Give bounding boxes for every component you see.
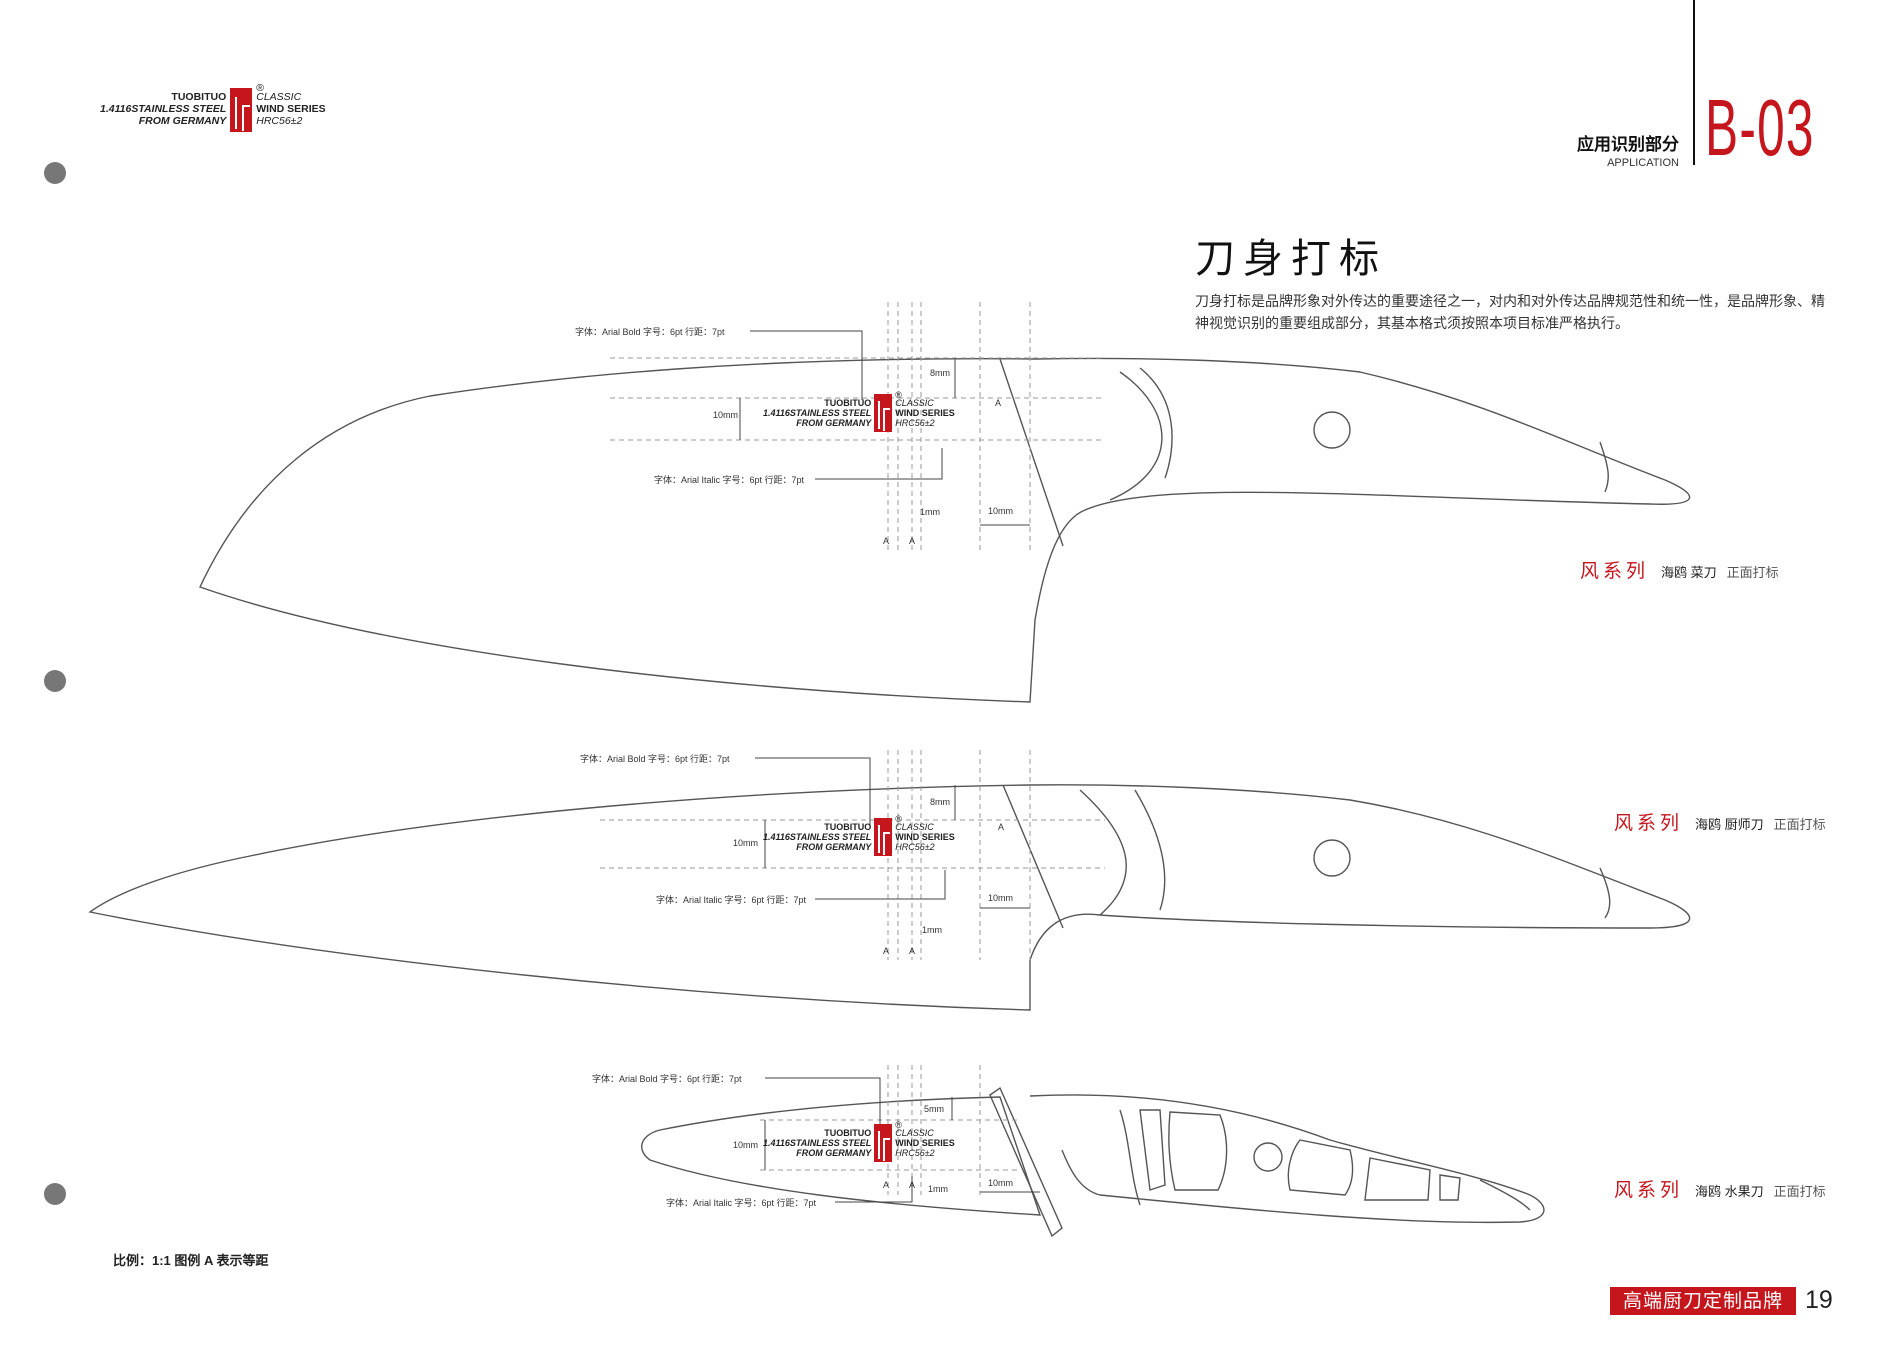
brand-steel: 1.4116STAINLESS STEEL <box>763 831 872 842</box>
binder-hole-bottom <box>44 1183 66 1205</box>
dim-equal-a: A <box>883 536 890 546</box>
leader-italic-1 <box>815 448 943 480</box>
series-name: 风系列 <box>1580 560 1650 582</box>
brand-steel: 1.4116STAINLESS STEEL <box>763 407 872 418</box>
binder-hole-top <box>44 162 66 184</box>
spec-italic-font: 字体：Arial Italic 字号：6pt 行距：7pt <box>654 475 805 485</box>
brand-hrc: HRC56±2 <box>256 114 303 127</box>
brand-origin: FROM GERMANY <box>796 1148 872 1159</box>
knife-outline-2 <box>88 784 1691 1011</box>
knife-name: 海鸥 水果刀 <box>1695 1184 1764 1199</box>
knife-name: 海鸥 厨师刀 <box>1695 817 1764 832</box>
dim-8mm: 8mm <box>930 368 950 378</box>
dim-equal-a: A <box>998 822 1005 832</box>
registered-mark: ® <box>895 1119 902 1130</box>
brand-mark-icon <box>874 394 893 432</box>
brand-classic: CLASSIC <box>895 397 934 408</box>
brand-name: TUOBITUO <box>824 821 872 832</box>
brand-series: WIND SERIES <box>895 831 955 842</box>
knife-label-3: 风系列 海鸥 水果刀 正面打标 <box>1614 1175 1826 1202</box>
spec-bold-font: 字体：Arial Bold 字号：6pt 行距：7pt <box>575 327 725 337</box>
brand-name: TUOBITUO <box>824 1127 872 1138</box>
series-name: 风系列 <box>1614 812 1684 834</box>
brand-classic: CLASSIC <box>256 91 302 104</box>
brand-steel: 1.4116STAINLESS STEEL <box>100 103 227 116</box>
series-name: 风系列 <box>1614 1179 1684 1201</box>
knife-label-2: 风系列 海鸥 厨师刀 正面打标 <box>1614 808 1826 835</box>
dim-equal-a: A <box>909 946 916 956</box>
brand-series: WIND SERIES <box>895 407 955 418</box>
registered-mark: ® <box>256 81 264 94</box>
brand-name: TUOBITUO <box>171 91 227 104</box>
knife-view: 正面打标 <box>1773 1184 1826 1199</box>
spec-bold-font: 字体：Arial Bold 字号：6pt 行距：7pt <box>580 754 730 764</box>
registered-mark: ® <box>895 813 902 824</box>
dim-equal-a: A <box>909 536 916 546</box>
knife-view: 正面打标 <box>1726 565 1779 580</box>
spec-italic-font: 字体：Arial Italic 字号：6pt 行距：7pt <box>656 895 807 905</box>
section-en: APPLICATION <box>1607 157 1679 169</box>
brand-logo: TUOBITUO 1.4116STAINLESS STEEL FROM GERM… <box>100 82 326 132</box>
brand-series: WIND SERIES <box>895 1137 955 1148</box>
knife-brand-mark-1: TUOBITUO 1.4116STAINLESS STEEL FROM GERM… <box>763 390 955 432</box>
brand-origin: FROM GERMANY <box>796 418 872 429</box>
section-cn: 应用识别部分 <box>1577 135 1679 154</box>
brand-series: WIND SERIES <box>256 103 326 116</box>
knife-name: 海鸥 菜刀 <box>1661 565 1717 580</box>
brand-mark-icon <box>874 1124 893 1162</box>
registered-mark: ® <box>895 389 902 400</box>
dim-10mm-height: 10mm <box>733 838 759 848</box>
brand-mark-icon <box>230 88 253 132</box>
dim-1mm: 1mm <box>920 507 940 517</box>
spec-bold-font: 字体：Arial Bold 字号：6pt 行距：7pt <box>592 1074 742 1084</box>
knife-outline-1 <box>199 357 1691 703</box>
knife-brand-mark-2: TUOBITUO 1.4116STAINLESS STEEL FROM GERM… <box>763 814 955 856</box>
leader-italic-2 <box>815 870 946 900</box>
leader-bold-2 <box>755 757 871 828</box>
page-description: 刀身打标是品牌形象对外传达的重要途径之一，对内和对外传达品牌规范性和统一性，是品… <box>1195 293 1825 331</box>
header-divider <box>1693 0 1695 165</box>
brand-classic: CLASSIC <box>895 821 934 832</box>
dim-1mm: 1mm <box>922 925 942 935</box>
spec-italic-font: 字体：Arial Italic 字号：6pt 行距：7pt <box>666 1198 817 1208</box>
dim-8mm: 8mm <box>930 797 950 807</box>
brand-steel: 1.4116STAINLESS STEEL <box>763 1137 872 1148</box>
brand-hrc: HRC56±2 <box>895 418 935 429</box>
dim-10mm-height: 10mm <box>733 1140 759 1150</box>
brand-origin: FROM GERMANY <box>138 114 227 127</box>
brand-name: TUOBITUO <box>824 397 872 408</box>
knife-brand-mark-3: TUOBITUO 1.4116STAINLESS STEEL FROM GERM… <box>763 1120 955 1162</box>
knife-outline-3 <box>641 1086 1545 1238</box>
dim-equal-a: A <box>995 398 1002 408</box>
brand-classic: CLASSIC <box>895 1127 934 1138</box>
knife-view: 正面打标 <box>1773 817 1826 832</box>
leader-bold-1 <box>750 330 863 400</box>
binder-hole-middle <box>44 670 66 692</box>
dim-1mm: 1mm <box>928 1184 948 1194</box>
brand-origin: FROM GERMANY <box>796 842 872 853</box>
section-label: 应用识别部分 APPLICATION <box>1577 130 1679 169</box>
leader-italic-3 <box>835 1176 913 1203</box>
dim-10mm-height: 10mm <box>713 410 739 420</box>
knife-label-1: 风系列 海鸥 菜刀 正面打标 <box>1580 556 1779 583</box>
page-title: 刀身打标 <box>1195 236 1387 282</box>
dim-10mm-width: 10mm <box>988 506 1014 516</box>
dim-equal-a: A <box>883 946 890 956</box>
dim-equal-a: A <box>909 1180 916 1190</box>
leader-bold-3 <box>765 1077 881 1130</box>
dim-10mm-width: 10mm <box>988 893 1014 903</box>
dim-5mm: 5mm <box>924 1104 944 1114</box>
footer-slogan: 高端厨刀定制品牌 <box>1610 1287 1796 1315</box>
dim-10mm-width: 10mm <box>988 1178 1014 1188</box>
brand-hrc: HRC56±2 <box>895 842 935 853</box>
brand-mark-icon <box>874 818 893 856</box>
dim-equal-a: A <box>883 1180 890 1190</box>
page-number: 19 <box>1805 1286 1833 1314</box>
scale-note: 比例：1:1 图例 A 表示等距 <box>113 1253 269 1268</box>
page-code: B-03 <box>1705 83 1815 172</box>
brand-hrc: HRC56±2 <box>895 1148 935 1159</box>
